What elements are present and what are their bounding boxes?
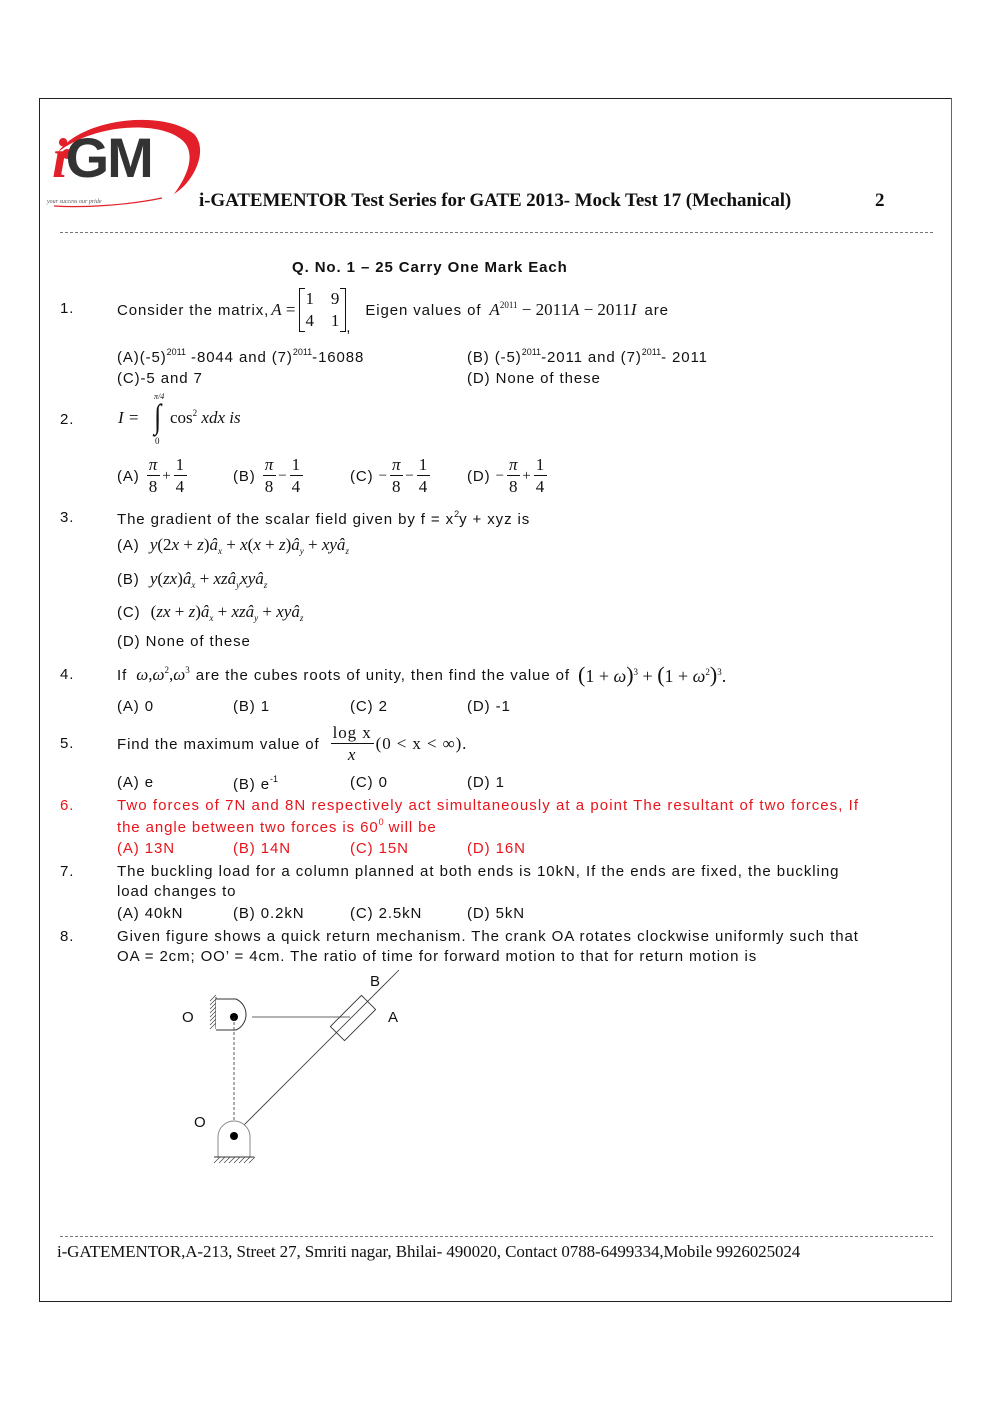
option-d[interactable]: (D) 5kN [467, 905, 525, 922]
label-bottom-pivot: O [194, 1114, 207, 1131]
question-number: 2. [60, 411, 75, 428]
question-text: Given figure shows a quick return mechan… [117, 928, 859, 945]
option-d[interactable]: (D) None of these [117, 633, 251, 650]
question-text: Two forces of 7N and 8N respectively act… [117, 797, 860, 814]
top-pivot-support-icon [209, 994, 247, 1031]
page-number: 2 [875, 190, 885, 211]
q7-options: (A) 40kN (B) 0.2kN (C) 2.5kN (D) 5kN [117, 905, 525, 922]
option-b[interactable]: (B) (-5)2011-2011 and (7)2011- 2011 [467, 347, 708, 366]
logo-swoosh-icon [53, 119, 201, 208]
header-title: i-GATEMENTOR Test Series for GATE 2013- … [199, 190, 792, 211]
question-number: 1. [60, 300, 75, 317]
question-text: The buckling load for a column planned a… [117, 863, 840, 880]
question-text: Consider the matrix, [117, 301, 270, 319]
option-a[interactable]: (A)(-5)2011 -8044 and (7)2011-16088 [117, 347, 365, 366]
q5-options: (A) e (B) e-1 (C) 0 (D) 1 [117, 774, 505, 793]
question-text: The gradient of the scalar field given b… [117, 509, 531, 528]
option-c[interactable]: (C) 0 [350, 774, 388, 791]
question-number: 6. [60, 797, 75, 814]
option-a[interactable]: (A) 13N [117, 840, 175, 857]
matrix-name: A = [271, 300, 296, 319]
question-number: 5. [60, 735, 75, 752]
label-slider-a: A [388, 1009, 399, 1026]
label-lever-b: B [370, 973, 381, 990]
question-text: If ω,ω2,ω3 are the cubes roots of unity,… [117, 662, 727, 687]
question-number: 7. [60, 863, 75, 880]
option-c[interactable]: (C)-5 and 7 [117, 370, 203, 387]
option-d[interactable]: (D) -1 [467, 698, 511, 715]
question-text: OA = 2cm; OO’ = 4cm. The ratio of time f… [117, 948, 758, 965]
option-b[interactable]: (B) e-1 [233, 774, 279, 793]
option-c[interactable]: (C) 2.5kN [350, 905, 423, 922]
footer-divider [60, 1236, 933, 1237]
quick-return-mechanism-figure: O O A B [170, 965, 420, 1165]
option-c[interactable]: (C) (zx + z)âx + xzây + xyâz [117, 602, 304, 623]
option-d[interactable]: (D) None of these [467, 370, 601, 387]
option-a[interactable]: (A) e [117, 774, 155, 791]
footer-address: i-GATEMENTOR,A-213, Street 27, Smriti na… [57, 1242, 801, 1261]
option-c[interactable]: (C) 15N [350, 840, 409, 857]
page-border [39, 98, 952, 1302]
option-a[interactable]: (A) 0 [117, 698, 155, 715]
expression: A2011 − 2011A − 2011I [489, 300, 637, 319]
option-a[interactable]: (A) 40kN [117, 905, 184, 922]
logo [44, 112, 204, 212]
question-number: 4. [60, 666, 75, 683]
question-number: 3. [60, 509, 75, 526]
option-a[interactable]: (A) y(2x + z)âx + x(x + z)ây + xyâz [117, 535, 349, 556]
option-b[interactable]: (B) 0.2kN [233, 905, 305, 922]
logo-tagline: your success our pride [47, 199, 102, 205]
q4-options: (A) 0 (B) 1 (C) 2 (D) -1 [117, 698, 511, 715]
question-number: 8. [60, 928, 75, 945]
logo-text: iGM [52, 126, 154, 190]
option-d[interactable]: (D) 16N [467, 840, 526, 857]
option-b[interactable]: (B) 14N [233, 840, 291, 857]
label-top-pivot: O [182, 1009, 195, 1026]
option-c[interactable]: (C) 2 [350, 698, 388, 715]
bottom-pivot-support-icon [213, 1120, 256, 1164]
header-divider [60, 232, 933, 233]
question-text: the angle between two forces is 600 will… [117, 817, 437, 836]
question-text: Eigen values of [365, 301, 482, 319]
integral-expression: I = π/4 ∫ 0 cos2 xdx is [118, 392, 241, 446]
section-heading: Q. No. 1 – 25 Carry One Mark Each [292, 259, 568, 276]
q6-options: (A) 13N (B) 14N (C) 15N (D) 16N [117, 840, 526, 857]
option-b[interactable]: (B) 1 [233, 698, 271, 715]
option-b[interactable]: (B) y(zx)âx + xzâyxyâz [117, 569, 268, 590]
option-d[interactable]: (D) 1 [467, 774, 505, 791]
question-text: load changes to [117, 883, 237, 900]
